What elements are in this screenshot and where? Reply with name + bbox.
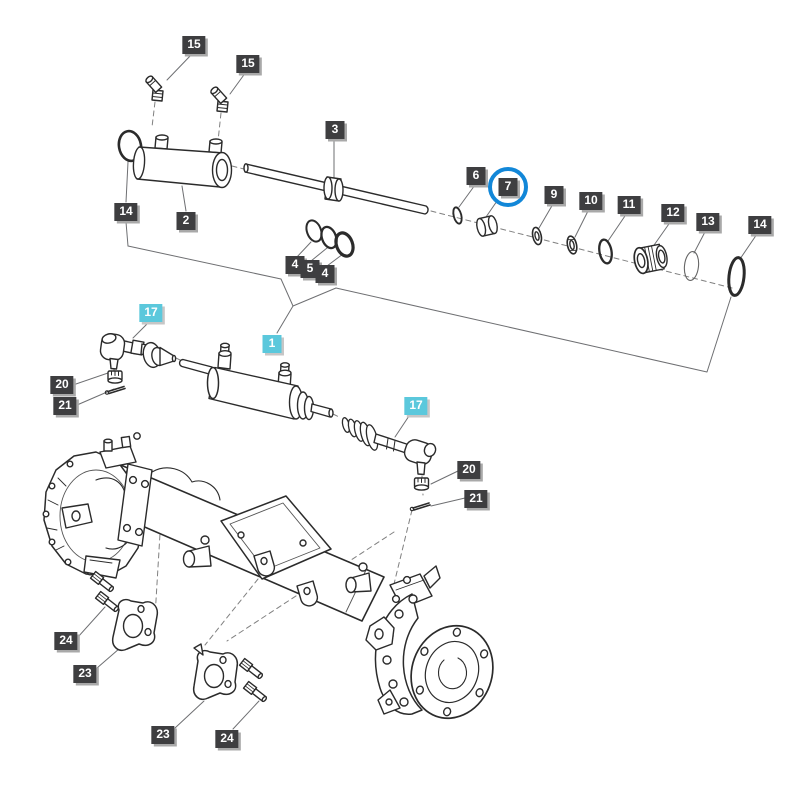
part-label-13[interactable]: 13	[696, 213, 720, 231]
gland-cap-12	[633, 243, 668, 275]
part-label-20-right[interactable]: 20	[457, 461, 481, 479]
cotter-pin-21-right	[409, 502, 431, 512]
differential-housing	[42, 432, 221, 579]
bellows-right	[341, 417, 379, 451]
part-label-10[interactable]: 10	[579, 192, 603, 210]
o-ring-11	[598, 238, 613, 265]
gasket-23-left	[111, 598, 159, 651]
cotter-pin-21-left	[104, 385, 126, 395]
part-label-21-right[interactable]: 21	[464, 490, 488, 508]
part-label-24-left[interactable]: 24	[54, 632, 78, 650]
part-label-11[interactable]: 11	[617, 196, 641, 214]
o-ring-6	[452, 206, 463, 225]
part-label-6[interactable]: 6	[466, 167, 486, 185]
part-label-5[interactable]: 5	[300, 260, 320, 278]
part-label-15-b[interactable]: 15	[236, 55, 260, 73]
cylinder-assembly-group	[99, 333, 437, 512]
o-ring-14-right	[727, 256, 746, 297]
part-label-14-right[interactable]: 14	[748, 216, 772, 234]
part-label-21-left[interactable]: 21	[53, 397, 77, 415]
part-label-23-left[interactable]: 23	[73, 665, 97, 683]
cylinder-mount-bracket	[220, 495, 332, 580]
part-label-20-left[interactable]: 20	[50, 376, 74, 394]
seal-rings-4-5-4	[305, 219, 355, 258]
elbow-fitting-15-right	[210, 86, 229, 113]
part-label-3[interactable]: 3	[325, 121, 345, 139]
part-label-17-left[interactable]: 17	[139, 304, 163, 322]
seal-10	[566, 235, 578, 255]
part-label-4-a[interactable]: 4	[285, 256, 305, 274]
bushing-7	[476, 215, 498, 237]
cylinder-barrel-2	[132, 134, 233, 189]
part-label-1[interactable]: 1	[262, 335, 282, 353]
snap-ring-14-left	[117, 129, 143, 163]
elbow-fitting-15-left	[145, 75, 164, 102]
front-axle-housing-group	[42, 432, 494, 720]
part-label-17-right[interactable]: 17	[404, 397, 428, 415]
part-label-12[interactable]: 12	[661, 204, 685, 222]
steering-cylinder-exploded-group	[117, 75, 746, 297]
backup-ring-13	[683, 251, 700, 281]
power-cylinder-body-1	[206, 342, 334, 421]
leader-lines	[72, 53, 758, 730]
inner-rod-left	[178, 358, 213, 376]
tie-rod-end-17-right	[373, 433, 437, 476]
mount-tabs	[253, 550, 319, 607]
seal-9	[531, 226, 543, 246]
part-label-4-b[interactable]: 4	[315, 265, 335, 283]
part-label-9[interactable]: 9	[544, 186, 564, 204]
castle-nut-20-right	[413, 477, 430, 491]
steering-knuckle-hub	[365, 565, 494, 720]
part-label-23-middle[interactable]: 23	[151, 726, 175, 744]
tie-rod-end-17-left	[99, 333, 177, 370]
castle-nut-20-left	[107, 370, 123, 384]
bolts-24	[89, 570, 268, 703]
part-label-7[interactable]: 7	[498, 178, 518, 196]
trunnion-pin-left	[182, 535, 212, 568]
trunnion-pin-right	[345, 562, 372, 594]
part-label-2[interactable]: 2	[176, 212, 196, 230]
part-label-15-a[interactable]: 15	[182, 36, 206, 54]
part-label-14-left[interactable]: 14	[114, 203, 138, 221]
piston-rod-3	[243, 163, 429, 215]
gasket-23-middle	[192, 643, 239, 700]
highlight-circle	[488, 167, 528, 207]
part-label-24-middle[interactable]: 24	[215, 730, 239, 748]
